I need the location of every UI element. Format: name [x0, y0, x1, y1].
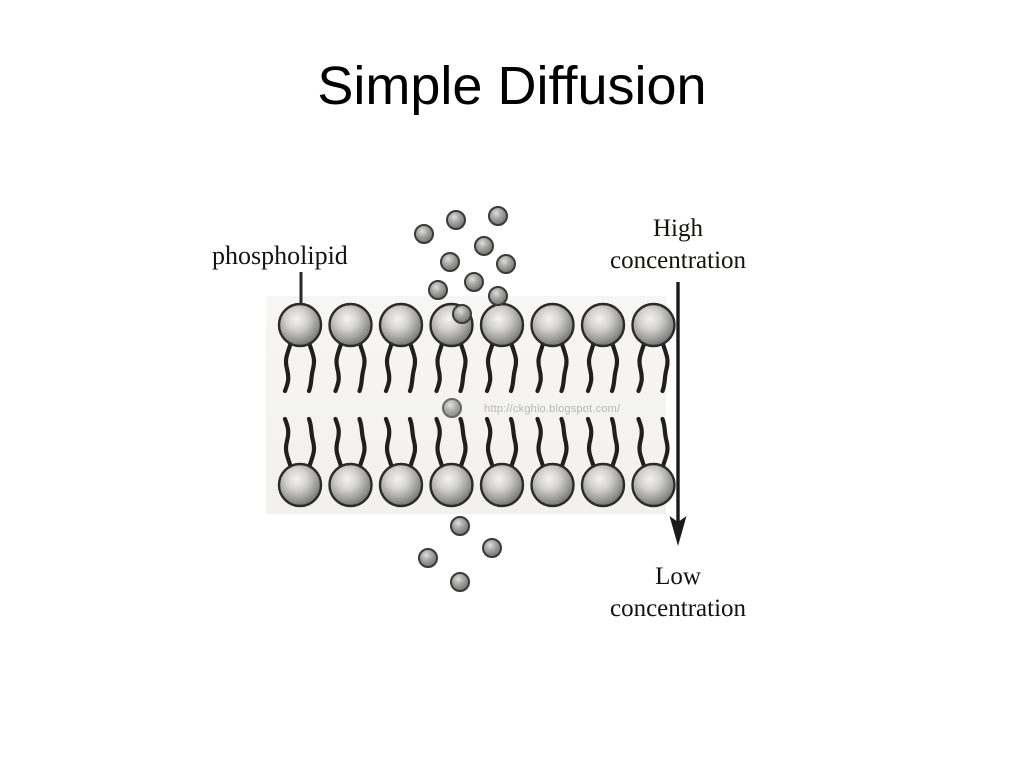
molecule: [450, 572, 470, 592]
low-concentration-label-line2: concentration: [610, 595, 747, 622]
molecule: [440, 252, 460, 272]
phospholipid-label: phospholipid: [212, 241, 348, 270]
low-concentration-label-line1: Low: [655, 563, 701, 590]
molecule: [452, 304, 472, 324]
molecule: [428, 280, 448, 300]
molecule: [450, 516, 470, 536]
molecule: [446, 210, 466, 230]
page-title: Simple Diffusion: [317, 56, 707, 116]
molecule: [464, 272, 484, 292]
high-concentration-label-line1: High: [653, 215, 704, 242]
molecules-below-membrane: [418, 516, 502, 592]
molecules-crossing-membrane: [442, 398, 462, 418]
molecules-above-membrane: [414, 206, 516, 324]
molecule: [414, 224, 434, 244]
molecule: [482, 538, 502, 558]
source-watermark: http://ckghio.blogspot.com/: [484, 403, 621, 415]
molecule: [496, 254, 516, 274]
molecule: [474, 236, 494, 256]
molecule: [488, 206, 508, 226]
high-concentration-label-line2: concentration: [610, 247, 747, 274]
molecule: [418, 548, 438, 568]
concentration-gradient-arrow: [669, 282, 687, 546]
molecule: [442, 398, 462, 418]
diagram-canvas: phospholipid High concentration Low conc…: [212, 206, 747, 622]
simple-diffusion-diagram: phospholipid High concentration Low conc…: [188, 186, 808, 634]
molecule: [488, 286, 508, 306]
